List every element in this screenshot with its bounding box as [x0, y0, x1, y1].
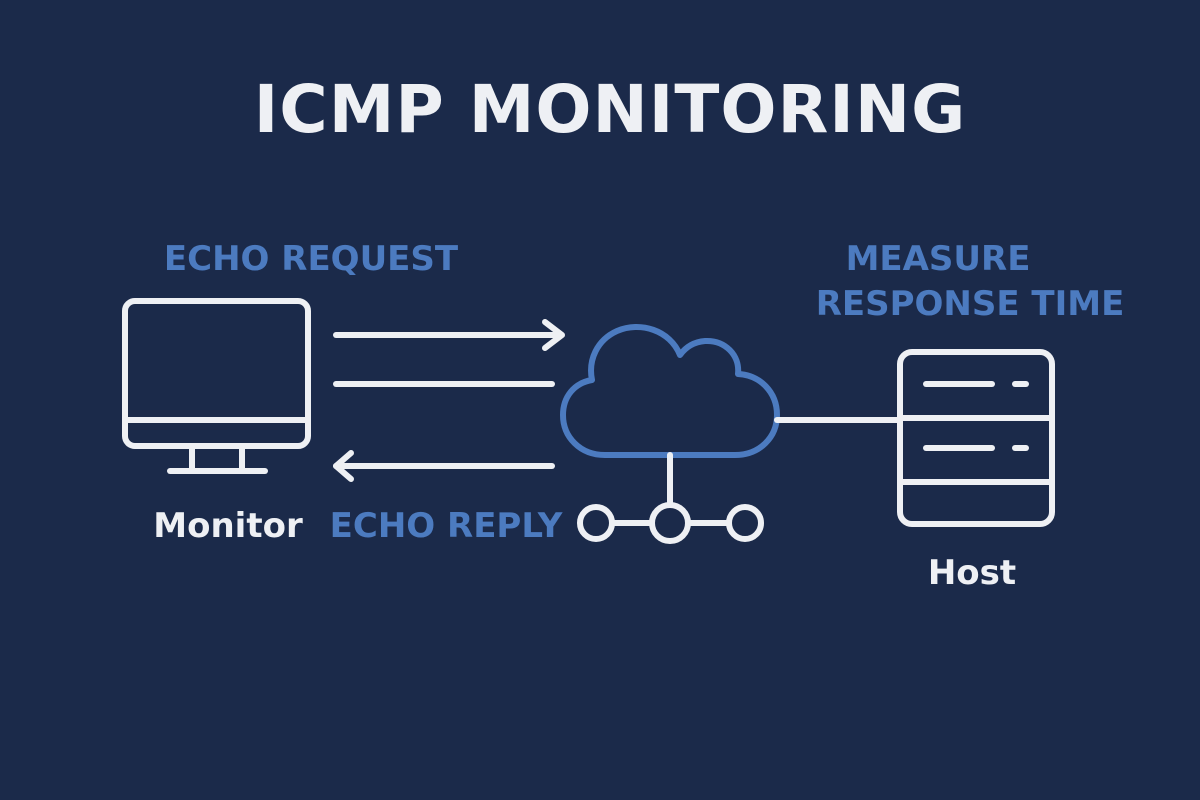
- echo-request-arrow: [333, 319, 565, 351]
- echo-reply-arrow: [333, 450, 555, 482]
- response-time-label: RESPONSE TIME: [816, 284, 1125, 324]
- server-icon: [897, 349, 1055, 527]
- echo-reply-label: ECHO REPLY: [330, 506, 563, 546]
- page-title: ICMP MONITORING: [254, 71, 967, 148]
- echo-request-label: ECHO REQUEST: [164, 239, 459, 279]
- monitor-icon: [122, 298, 311, 474]
- cloud-network-icon: [560, 324, 780, 544]
- measure-label: MEASURE: [846, 239, 1031, 279]
- host-label: Host: [928, 553, 1016, 593]
- monitor-label: Monitor: [153, 506, 303, 546]
